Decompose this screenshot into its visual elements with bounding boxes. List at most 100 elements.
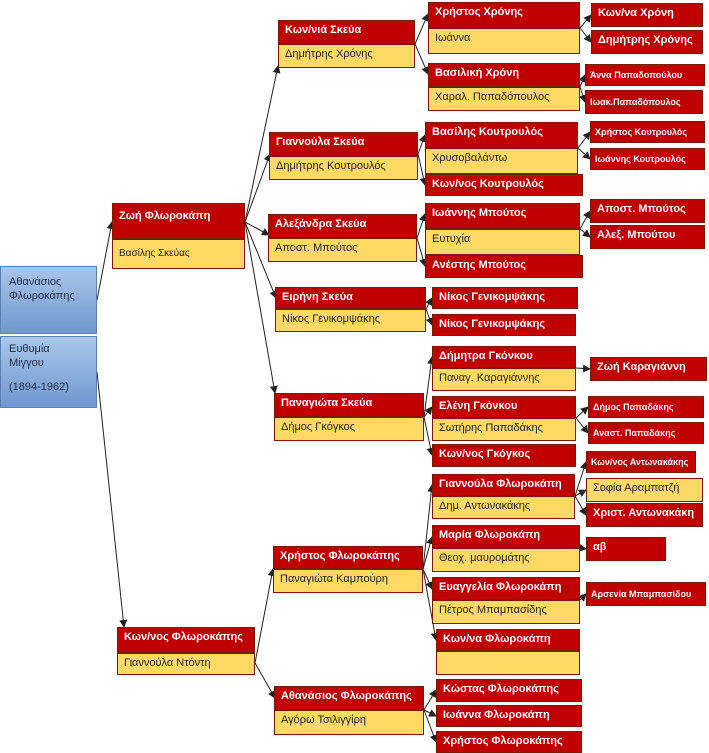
spouse-eleni: Σωτήρης Παπαδάκης xyxy=(432,418,576,441)
person-konna-f: Κων/να Φλωροκάπη xyxy=(436,629,580,651)
connector-arrow-1 xyxy=(96,371,128,628)
person-eleni: Ελένη Γκόνκου xyxy=(432,396,576,418)
connector-arrow-33 xyxy=(579,210,591,230)
connector-arrow-8 xyxy=(254,662,276,699)
person-konnos-k: Κων/νος Κουτρουλός xyxy=(425,174,583,196)
connector-arrow-4 xyxy=(244,221,270,236)
spouse-giannoula-s: Δημήτρης Κουτρουλός xyxy=(269,156,418,180)
person-alex-m: Αλεξ. Μπούτου xyxy=(590,225,705,249)
root-father-name-2: Φλωροκάπης xyxy=(9,290,75,302)
person-ioannis-m: Ιωάννης Μπούτος xyxy=(425,203,580,229)
root-mother-name-1: Ευθυμία xyxy=(9,343,50,355)
person-christos-chronis: Χρήστος Χρόνης xyxy=(428,2,580,28)
spouse-giannoula-f: Δημ. Αντωνακάκης xyxy=(432,496,575,519)
person-ioanna-f: Ιωάννα Φλωροκάπη xyxy=(436,705,582,727)
person-zoi: Ζωή Φλωροκάπη xyxy=(112,203,245,239)
spouse-christos-chronis: Ιωάννα xyxy=(428,28,580,54)
person-christ-a: Χριστ. Αντωνακάκη xyxy=(586,503,703,527)
person-panagiota: Παναγιώτα Σκεύα xyxy=(274,393,424,417)
person-vasilis-k: Βασίλης Κουτρουλός xyxy=(425,122,578,148)
spouse-dimitra: Παναγ. Καραγιάννης xyxy=(432,368,576,391)
connector-arrow-38 xyxy=(574,461,588,497)
root-mother-box: Ευθυμία Μίγγου (1894-1962) xyxy=(0,336,97,408)
person-dimitris-chronis: Δημήτρης Χρόνης xyxy=(591,30,703,54)
person-christos-f: Χρήστος Φλωροκάπης xyxy=(273,546,423,569)
connector-arrow-32 xyxy=(577,147,591,160)
connector-arrow-21 xyxy=(422,536,434,570)
connector-arrow-20 xyxy=(422,484,436,570)
connector-arrow-29 xyxy=(578,74,586,88)
connector-arrow-15 xyxy=(425,297,433,310)
connector-arrow-5 xyxy=(244,221,278,299)
person-dimitra: Δήμητρα Γκόνκου xyxy=(432,346,576,368)
spouse-vasiliki: Χαραλ. Παπαδόπουλος xyxy=(428,87,580,111)
person-eirini: Ειρήνη Σκεύα xyxy=(275,287,426,309)
connector-arrow-34 xyxy=(579,228,591,238)
person-konnos: Κων/νος Φλωροκάπης xyxy=(117,627,255,653)
spouse-eirini: Νίκος Γενικομψάκης xyxy=(275,309,426,332)
connector-arrow-7 xyxy=(254,568,276,664)
connector-arrow-10 xyxy=(414,43,429,75)
connector-arrow-14 xyxy=(416,237,427,267)
connector-arrow-16 xyxy=(425,308,434,326)
person-ioannis-k: Ιωάννης Κουτρουλός xyxy=(590,148,705,170)
person-dimos-p: Δήμος Παπαδάκης xyxy=(588,396,704,418)
connector-arrow-41 xyxy=(578,543,587,552)
person-christos-k: Χρήστος Κουτρουλός xyxy=(590,121,705,143)
person-konnos-a: Κων/νος Αντωνακάκης xyxy=(586,451,696,473)
connector-arrow-40 xyxy=(574,495,587,516)
connector-arrow-6 xyxy=(244,221,278,394)
connector-arrow-18 xyxy=(423,406,433,418)
spouse-athanasios-f: Αγόρω Τσιλιγγίρη xyxy=(274,710,424,735)
person-ioak-p: Ιωακ.Παπαδόπουλος xyxy=(585,90,703,114)
connector-arrow-36 xyxy=(575,406,589,419)
connector-arrow-9 xyxy=(414,13,429,45)
person-christos-f2: Χρήστος Φλωροκάπης xyxy=(436,731,582,753)
person-anast-p: Αναστ. Παπαδάκης xyxy=(588,422,704,444)
connector-arrow-30 xyxy=(578,86,587,103)
connector-arrow-39 xyxy=(574,489,587,497)
person-alexandra: Αλεξάνδρα Σκεύα xyxy=(268,214,417,238)
person-anna-p: Άννα Παπαδοπούλου xyxy=(585,64,705,86)
connector-arrow-0 xyxy=(96,221,115,301)
person-konnia: Κων/νιά Σκεύα xyxy=(278,20,415,44)
spouse-christos-f: Παναγιώτα Καμπούρη xyxy=(273,569,423,593)
connector-arrow-27 xyxy=(579,14,592,29)
connector-arrow-31 xyxy=(577,131,591,149)
connector-arrow-22 xyxy=(422,568,433,590)
spouse-konnia: Δημήτρης Χρόνης xyxy=(278,44,415,68)
connector-arrow-23 xyxy=(422,568,439,641)
spouse-maria-f: Θεοχ. μαυρομάτης xyxy=(432,548,580,572)
root-years: (1894-1962) xyxy=(9,381,69,393)
connector-arrow-19 xyxy=(423,416,435,456)
spouse-panagiota: Δήμος Γκόγκος xyxy=(274,417,424,441)
spouse-vasilis-k: Χρυσοβαλάντω xyxy=(425,148,578,174)
root-father-name-1: Αθανάσιος xyxy=(9,276,62,288)
connector-arrow-13 xyxy=(416,213,427,239)
person-zoi-k: Ζωή Καραγιάννη xyxy=(590,357,707,381)
connector-arrow-26 xyxy=(423,709,438,743)
spouse-alexandra: Αποστ. Μπούτος xyxy=(268,238,417,262)
connector-arrow-37 xyxy=(575,417,589,434)
person-vasiliki: Βασιλική Χρόνη xyxy=(428,63,580,87)
person-athanasios-f: Αθανάσιος Φλωροκάπης xyxy=(274,686,424,710)
root-father-box: Αθανάσιος Φλωροκάπης xyxy=(0,266,97,334)
connector-arrow-3 xyxy=(244,153,272,223)
connector-arrow-2 xyxy=(244,65,281,223)
connector-arrow-25 xyxy=(423,709,437,717)
person-av: αβ xyxy=(586,537,666,561)
person-nikos-g1: Νίκος Γενικομψάκης xyxy=(432,287,578,309)
spouse-konnos: Γιαννούλα Ντόντη xyxy=(117,653,255,675)
person-apost-m: Αποστ. Μπούτος xyxy=(590,199,705,223)
person-giannoula-f: Γιαννούλα Φλωροκάπη xyxy=(432,474,575,496)
root-mother-name-2: Μίγγου xyxy=(9,357,44,369)
person-maria-f: Μαρία Φλωροκάπη xyxy=(432,525,580,548)
person-anestis-m: Ανέστης Μπούτος xyxy=(425,255,583,278)
spouse-evangelia-f: Πέτρος Μπαμπασίδης xyxy=(432,600,580,624)
person-kostas-f: Κώστας Φλωροκάπης xyxy=(436,679,582,702)
person-nikos-g2: Νίκος Γενικομψάκης xyxy=(432,314,576,336)
person-giannoula-s: Γιαννούλα Σκεύα xyxy=(269,132,418,156)
person-konna-chroni: Κων/να Χρόνη xyxy=(591,3,703,27)
person-sofia-a: Σοφία Αραμπατζή xyxy=(586,478,703,502)
